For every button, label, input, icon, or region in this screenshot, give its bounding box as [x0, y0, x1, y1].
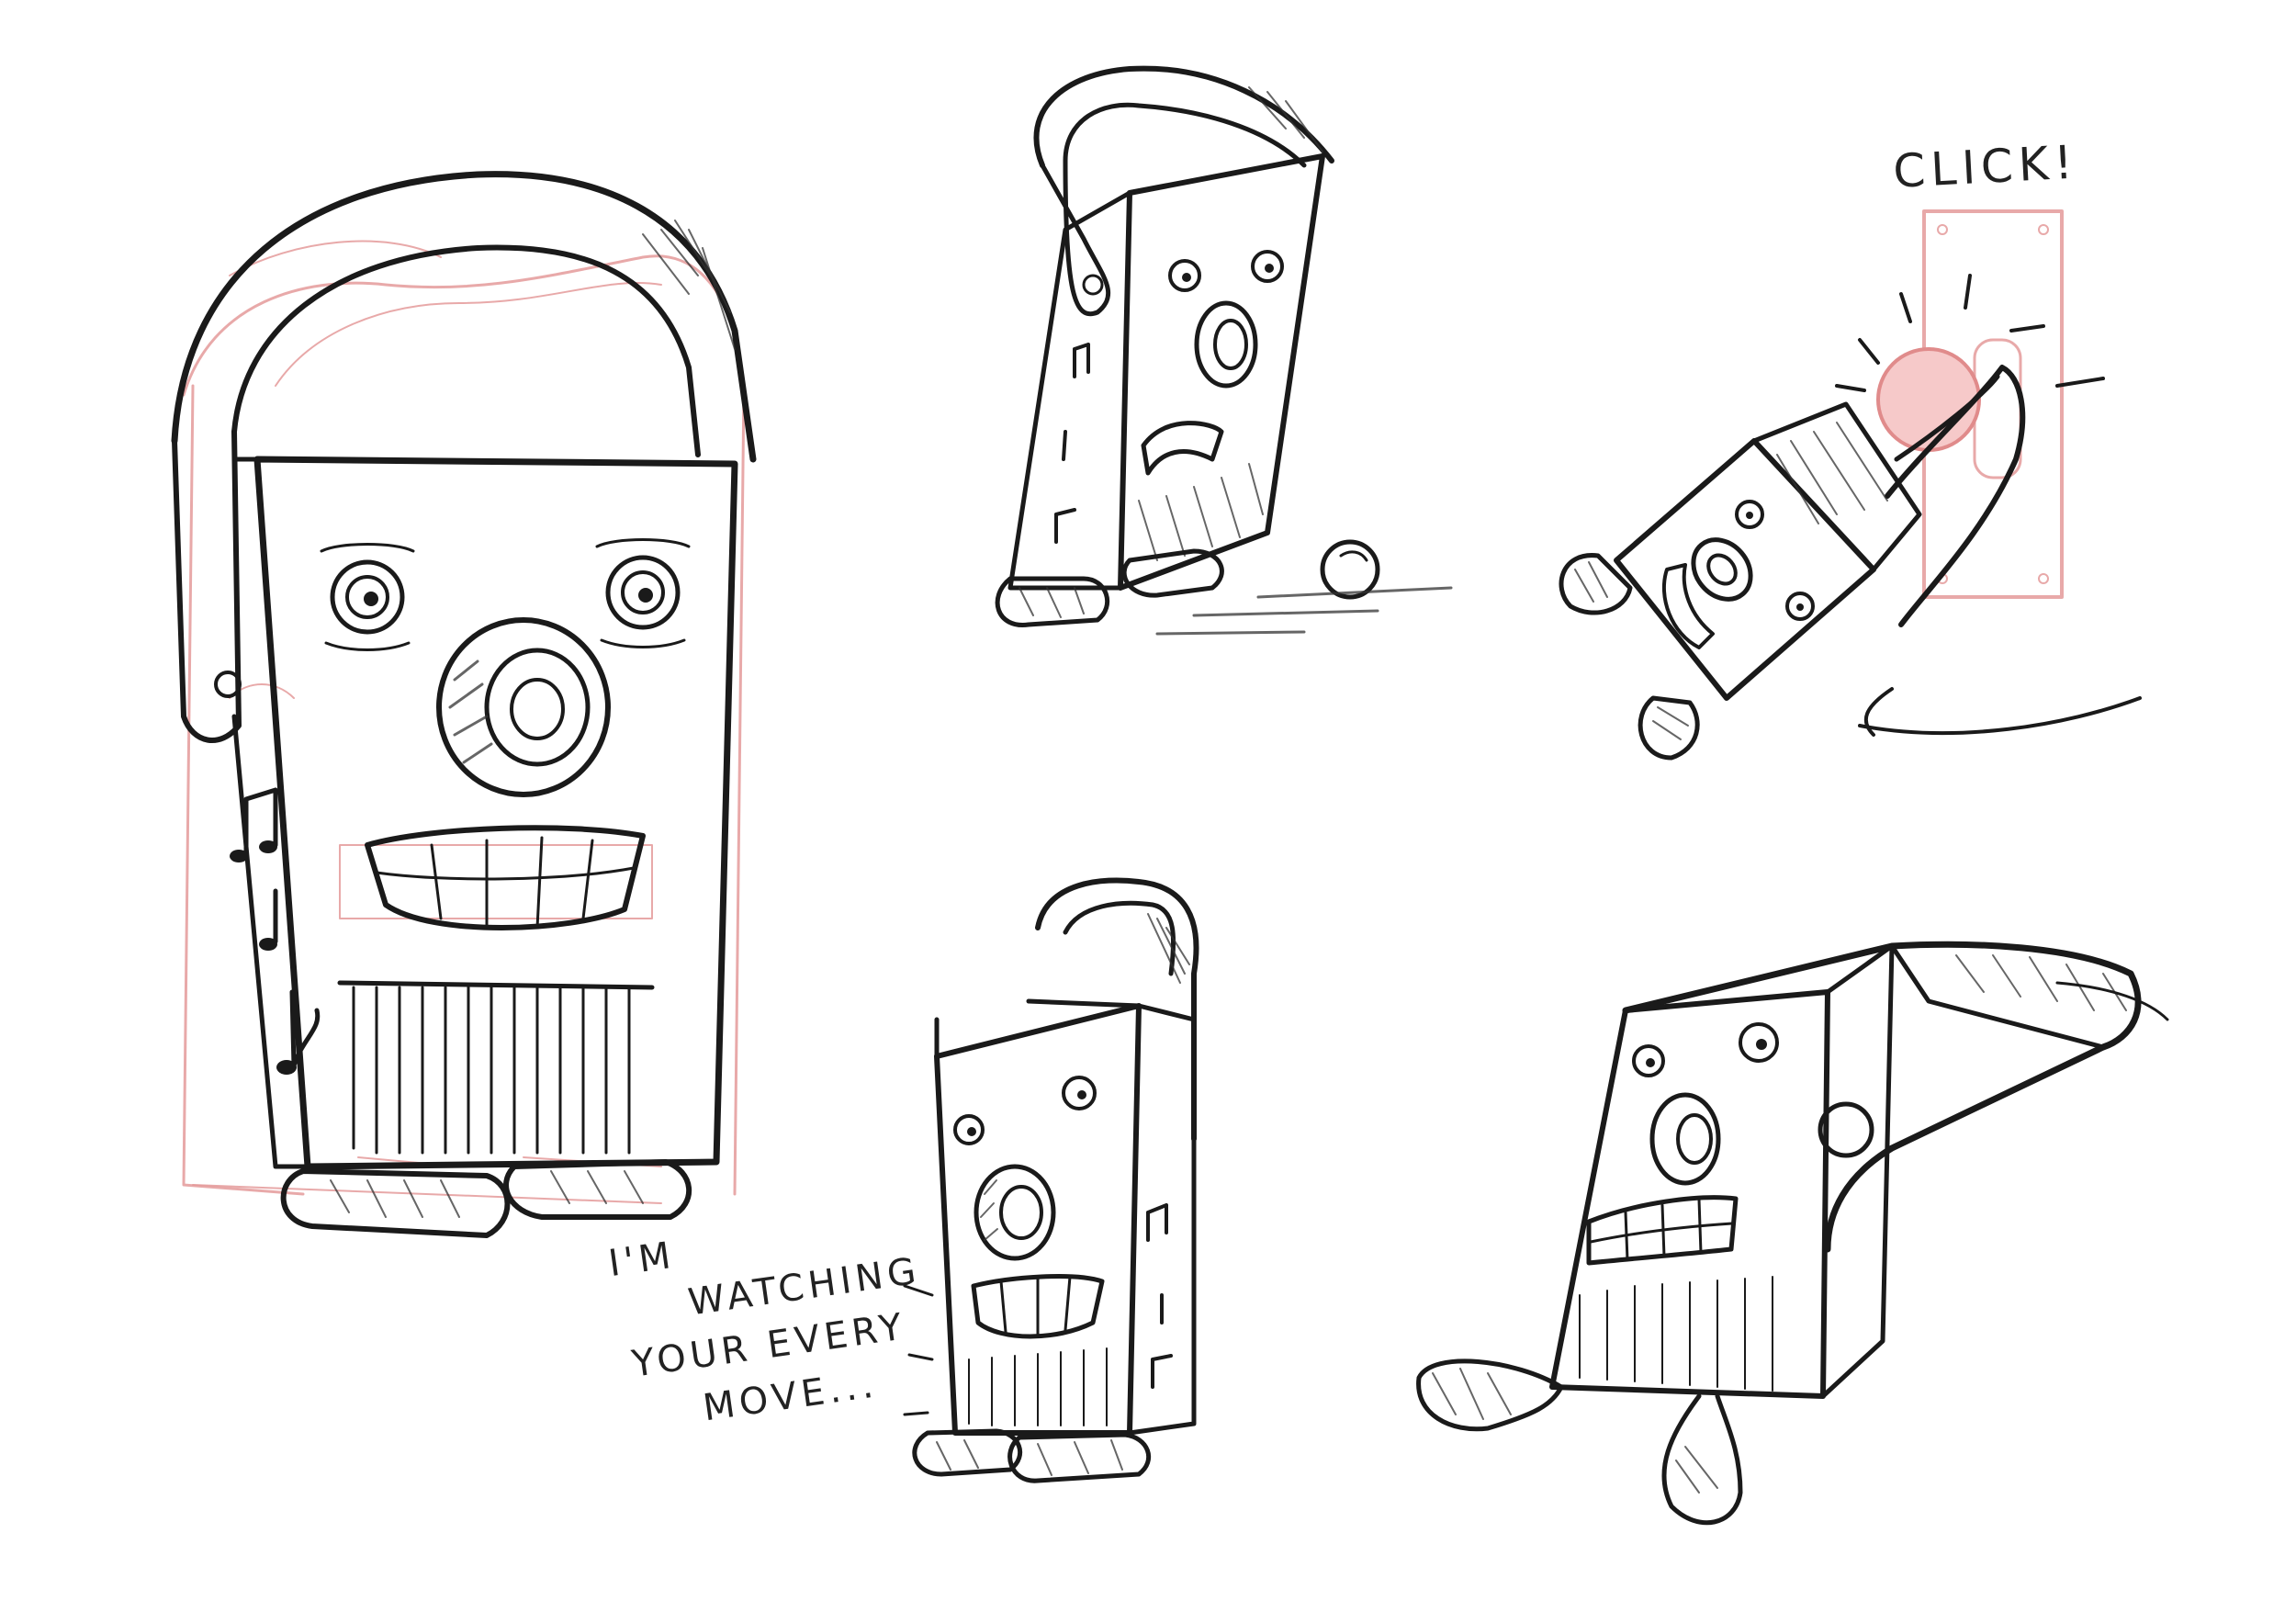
caption-line-4: MOVE... [700, 1363, 881, 1430]
handle-rivet [214, 671, 242, 698]
speaker-nose [436, 617, 611, 797]
eye-right [595, 538, 691, 648]
construction-sketch [182, 240, 746, 1204]
speaker-grille [337, 980, 655, 1155]
eye-left [320, 543, 415, 651]
click-sound-effect: CLICK! [1892, 135, 2080, 198]
music-notes-side [230, 787, 321, 1075]
handle-hatching [642, 220, 736, 350]
caption-line-1: I'M [605, 1234, 678, 1286]
radio-character-running-view [1416, 941, 2169, 1526]
mouth-grin [365, 825, 646, 930]
radio-character-watching-view [903, 877, 1199, 1483]
feet [280, 1159, 692, 1238]
ball [1320, 539, 1380, 600]
radio-character-clicking-view [1559, 209, 2142, 761]
radio-character-sad-view [995, 65, 1453, 636]
radio-character-front-view [171, 171, 757, 1238]
